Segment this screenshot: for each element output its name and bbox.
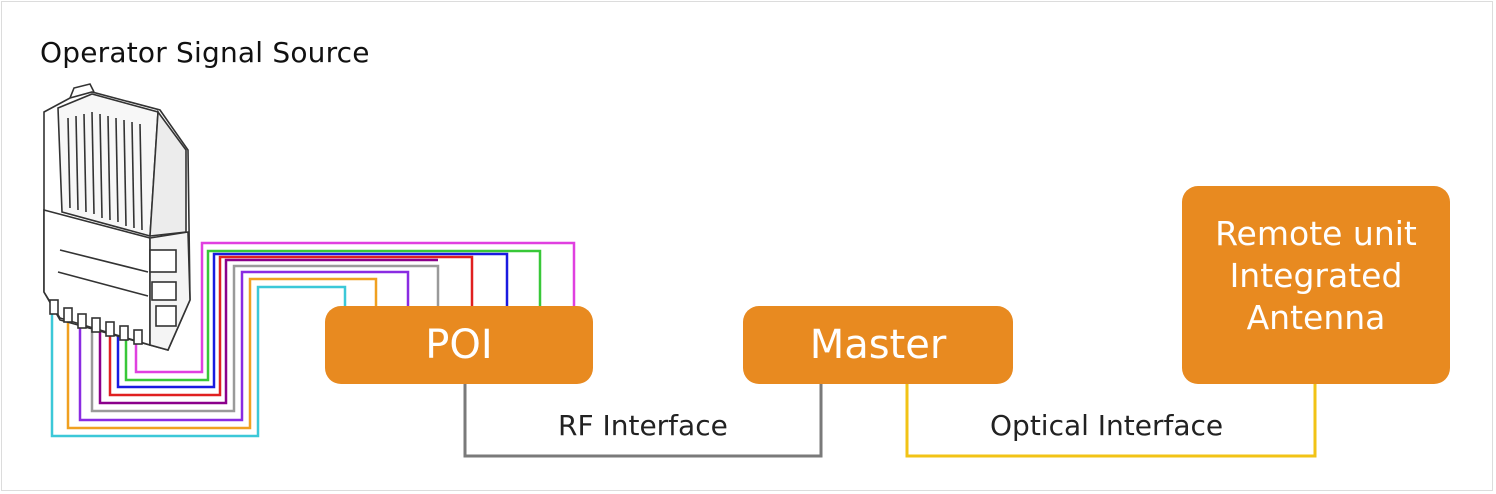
cable-green	[124, 249, 542, 382]
remote-unit-label-line-1: Remote unit	[1215, 214, 1417, 253]
poi-label: POI	[425, 322, 493, 368]
cable-pink	[134, 241, 576, 374]
poi-box: POI	[325, 306, 593, 384]
cable-gray	[90, 264, 440, 413]
remote-unit-label-line-3: Antenna	[1246, 298, 1386, 337]
master-label: Master	[809, 322, 947, 368]
diagram-title: Operator Signal Source	[40, 36, 370, 69]
cable-purple	[78, 270, 410, 422]
cable-cyan	[50, 285, 347, 438]
remote-unit-box: Remote unit Integrated Antenna	[1182, 186, 1450, 384]
rf-interface-label: RF Interface	[558, 409, 728, 442]
cable-magenta-dark	[98, 258, 438, 405]
cable-blue	[116, 252, 509, 389]
remote-unit-label-line-2: Integrated	[1229, 256, 1403, 295]
optical-interface-label: Optical Interface	[990, 409, 1224, 442]
cable-orange	[66, 277, 378, 430]
radio-base-station-icon	[43, 83, 191, 351]
optical-interface-line	[905, 384, 1317, 458]
master-box: Master	[743, 306, 1013, 384]
rf-cable-bundle	[50, 241, 576, 438]
cable-red	[108, 255, 474, 397]
rf-interface-line	[463, 384, 823, 458]
